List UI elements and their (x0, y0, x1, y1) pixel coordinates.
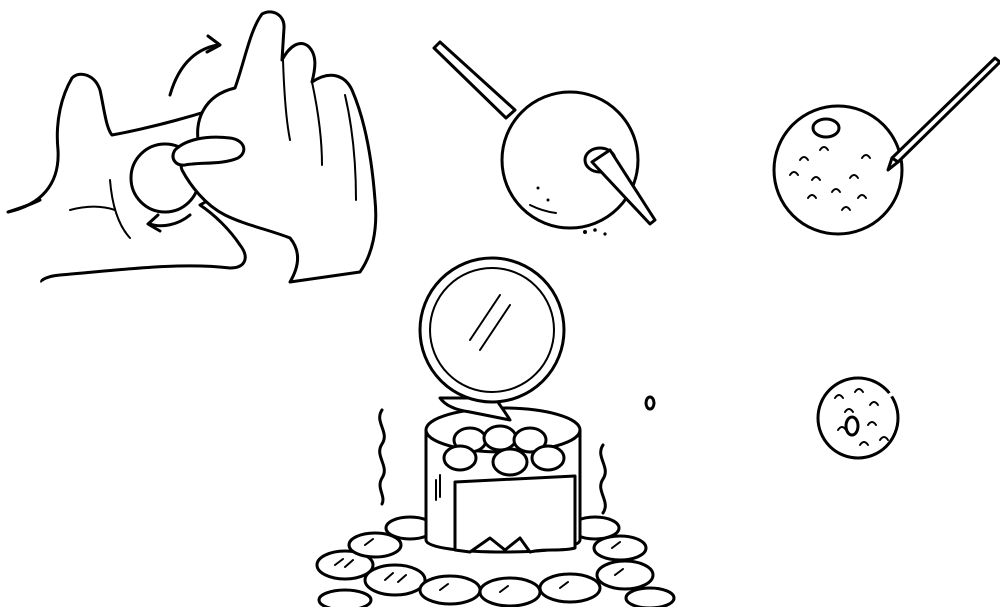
bead-on-cord-icon (646, 375, 1000, 458)
skewer-through-ball-icon (434, 42, 655, 236)
hands-rolling-ball-icon (8, 12, 376, 282)
stick-poking-ball-icon (774, 58, 1000, 234)
can-on-hot-stones-icon (317, 258, 674, 607)
